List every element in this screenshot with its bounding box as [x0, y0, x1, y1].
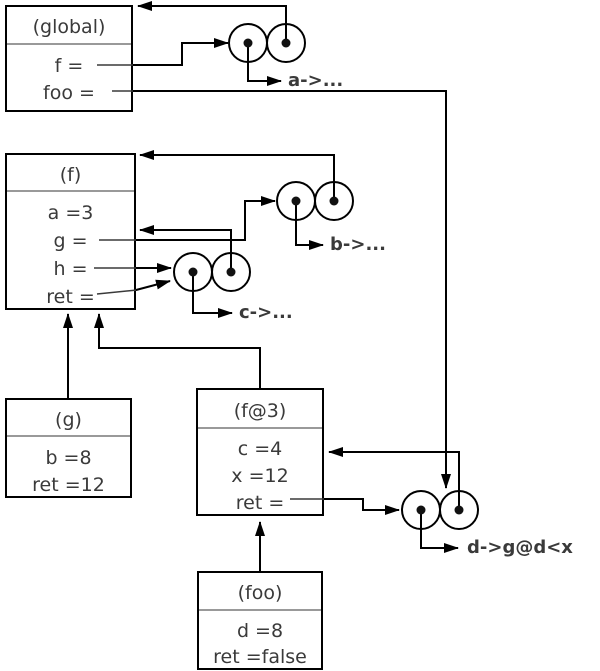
closure-b-code-label: b->... [330, 234, 386, 255]
frame-foo: (foo) d =8 ret =false [197, 571, 323, 670]
binding-h: h = [53, 258, 88, 280]
arrow-g-to-closure-b [136, 196, 276, 241]
arrow-ret-f-to-closure-c [135, 279, 171, 291]
closure-a-code-label: a->... [288, 70, 344, 91]
frame-foo-title: (foo) [199, 573, 321, 611]
closure-pair-a [228, 23, 306, 63]
binding-foo: foo = [43, 82, 95, 104]
arrow-frame-f3-parent [94, 313, 261, 388]
closure-pair-c [173, 252, 251, 292]
frame-g-title: (g) [7, 400, 130, 437]
frame-f-at-3-title: (f@3) [198, 390, 322, 429]
binding-ret-foo: ret =false [213, 646, 307, 668]
binding-b: b =8 [45, 447, 92, 469]
frame-f: (f) a =3 g = h = ret = [5, 153, 136, 310]
frame-global-title: (global) [7, 7, 131, 45]
closure-c-code-label: c->... [239, 302, 293, 323]
arrow-f-to-closure-a [133, 38, 229, 66]
binding-g: g = [53, 230, 88, 252]
binding-ret-f3: ret = [235, 492, 285, 514]
binding-c: c =4 [237, 438, 283, 460]
binding-ret-g: ret =12 [32, 474, 105, 496]
binding-a: a =3 [47, 202, 94, 224]
binding-f: f = [54, 55, 84, 77]
binding-d: d =8 [236, 620, 284, 642]
binding-ret-f: ret = [46, 286, 95, 308]
closure-pair-b [276, 181, 354, 221]
arrow-closure-c-to-code [192, 272, 233, 318]
arrow-closure-d-env-to-f3 [328, 447, 460, 510]
binding-x: x =12 [231, 465, 289, 487]
frame-f-at-3: (f@3) c =4 x =12 ret = [196, 388, 324, 516]
arrow-closure-a-to-code [247, 43, 282, 86]
arrow-closure-b-to-code [295, 201, 324, 250]
frame-g: (g) b =8 ret =12 [5, 398, 132, 498]
closure-d-code-label: d->g@d<x [467, 537, 573, 558]
arrow-closure-b-env-to-f [139, 150, 335, 201]
closure-pair-d [401, 490, 479, 530]
frame-f-title: (f) [7, 155, 134, 192]
arrow-ret-f3-to-closure-d [324, 498, 400, 515]
frame-global: (global) f = foo = [5, 5, 133, 112]
arrow-closure-d-to-code [420, 510, 459, 553]
arrow-closure-c-env-to-f [139, 225, 232, 272]
arrow-closure-a-env-to-global [137, 0, 287, 43]
